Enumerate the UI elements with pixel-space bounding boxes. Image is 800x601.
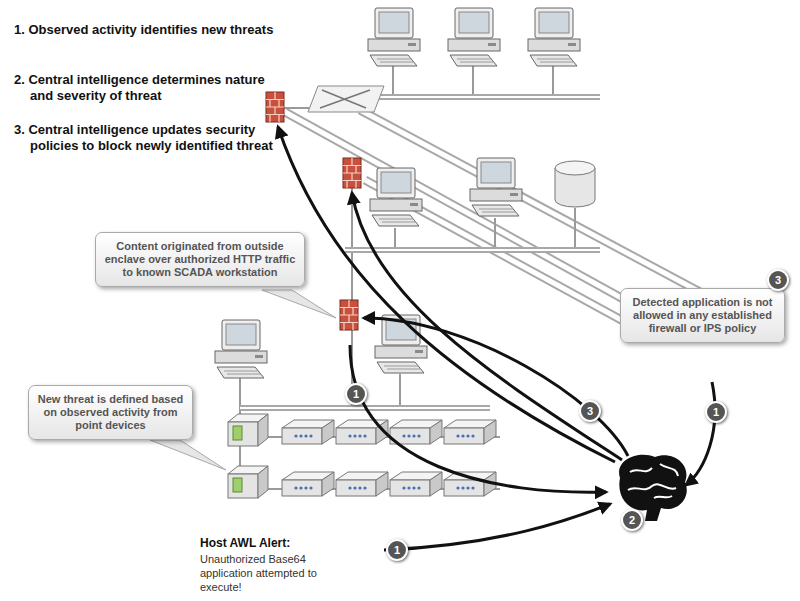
middle-lan bbox=[370, 168, 422, 226]
lower-lan bbox=[444, 472, 496, 496]
top-lan bbox=[350, 94, 600, 100]
flow-arrow bbox=[686, 382, 715, 485]
step-text: 2. Central intelligence determines natur… bbox=[14, 72, 275, 104]
lower-lan bbox=[282, 420, 334, 444]
callout-number: 3 bbox=[767, 269, 789, 291]
lower-lan bbox=[215, 320, 267, 378]
flow-arrow bbox=[384, 504, 610, 550]
middle-lan bbox=[345, 249, 600, 251]
middle-lan bbox=[343, 158, 600, 410]
flow-arrow bbox=[352, 193, 622, 460]
callout-text: New threat is defined based on observed … bbox=[37, 393, 184, 432]
network-band bbox=[285, 112, 625, 300]
callout-box: Content originated from outside enclave … bbox=[95, 232, 305, 287]
callout-text: Content originated from outside enclave … bbox=[104, 240, 296, 279]
callout-pointer bbox=[150, 440, 226, 470]
alert-text: Unauthorized Base64 application attempte… bbox=[200, 552, 360, 594]
callout-pointer bbox=[150, 290, 336, 470]
lower-lan bbox=[228, 466, 268, 498]
callout-number: 2 bbox=[621, 509, 643, 531]
top-lan bbox=[393, 66, 553, 97]
flow-arrow bbox=[350, 345, 606, 492]
network-band bbox=[360, 110, 700, 292]
brain-icon bbox=[628, 464, 678, 498]
middle-lan bbox=[343, 158, 361, 188]
top-lan bbox=[284, 107, 310, 109]
middle-lan bbox=[555, 161, 595, 175]
middle-lan bbox=[470, 158, 522, 216]
network-band bbox=[285, 112, 625, 300]
lower-lan bbox=[282, 472, 334, 496]
callout-number: 1 bbox=[386, 539, 408, 561]
callout-number: 3 bbox=[579, 400, 601, 422]
alert-heading: Host AWL Alert: bbox=[200, 536, 370, 551]
step-text: 1. Observed activity identifies new thre… bbox=[14, 22, 275, 38]
top-lan bbox=[308, 86, 384, 112]
top-lan bbox=[266, 92, 284, 122]
lower-lan bbox=[228, 414, 268, 446]
callout-box: Detected application is not allowed in a… bbox=[620, 288, 785, 343]
flow-arrow bbox=[364, 318, 628, 456]
lower-lan bbox=[390, 472, 442, 496]
lower-lan bbox=[336, 420, 388, 444]
step-text: 3. Central intelligence updates security… bbox=[14, 122, 275, 154]
flow-arrow bbox=[278, 127, 615, 462]
callout-number: 1 bbox=[705, 401, 727, 423]
top-lan bbox=[448, 8, 500, 66]
lower-lan bbox=[444, 420, 496, 444]
lower-lan bbox=[215, 300, 500, 498]
top-lan bbox=[368, 8, 420, 66]
top-lan bbox=[266, 8, 600, 122]
top-lan bbox=[320, 90, 370, 108]
callout-number: 1 bbox=[345, 383, 367, 405]
callout-box: New threat is defined based on observed … bbox=[28, 385, 193, 440]
network-band bbox=[360, 110, 700, 292]
callout-text: Detected application is not allowed in a… bbox=[629, 296, 776, 335]
top-lan bbox=[528, 8, 580, 66]
top-lan bbox=[350, 96, 600, 98]
middle-lan bbox=[345, 247, 600, 253]
lower-lan bbox=[390, 420, 442, 444]
callout-pointer bbox=[262, 290, 336, 318]
lower-lan bbox=[340, 300, 358, 330]
lower-lan bbox=[336, 472, 388, 496]
